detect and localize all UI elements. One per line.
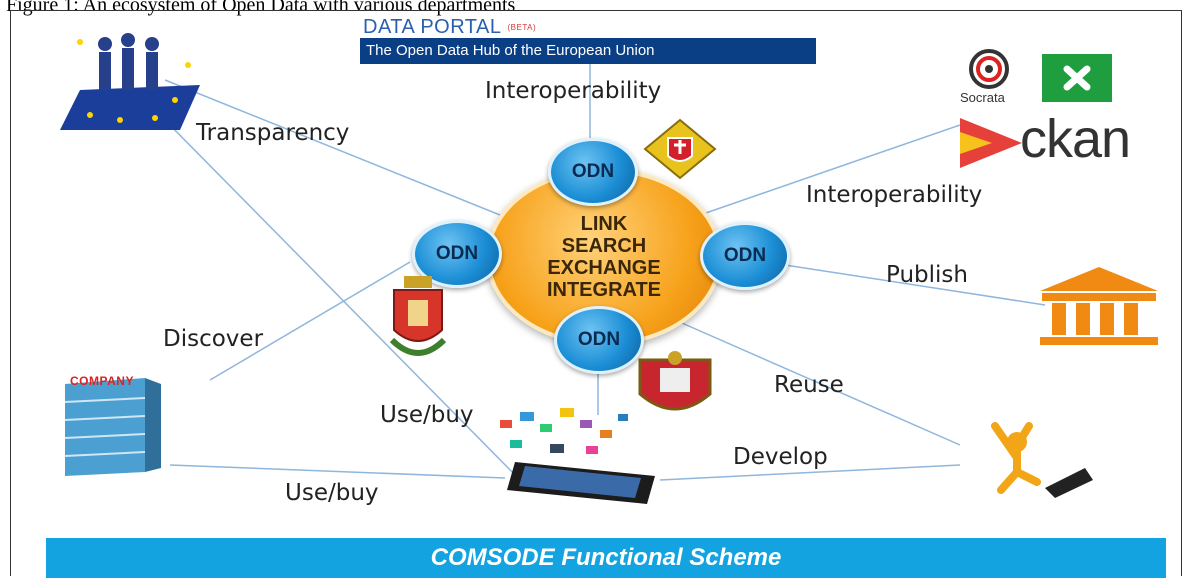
label-transparency: Transparency <box>196 120 350 146</box>
hub-line: INTEGRATE <box>546 279 662 301</box>
label-usebuy-bottom: Use/buy <box>285 480 379 506</box>
socrata-label: Socrata <box>960 90 1005 105</box>
odn-node-top: ODN <box>548 138 638 206</box>
ckan-label: ckan <box>1020 109 1131 169</box>
label-develop: Develop <box>733 444 828 470</box>
smartphone-icon <box>507 462 655 504</box>
hub-line: EXCHANGE <box>547 257 661 279</box>
label-usebuy-center: Use/buy <box>380 402 474 428</box>
lombardia-logo <box>1042 54 1112 102</box>
portal-subtitle: The Open Data Hub of the European Union <box>360 38 816 64</box>
scheme-footer: COMSODE Functional Scheme <box>46 538 1166 578</box>
developer-icon <box>991 422 1093 498</box>
diagram-frame <box>10 10 1182 576</box>
portal-title: DATA PORTAL(BETA) <box>363 16 537 38</box>
odn-node-bottom: ODN <box>554 306 644 374</box>
company-label: COMPANY <box>70 374 134 388</box>
town-crest-icon <box>389 276 447 356</box>
hub-line: LINK <box>580 213 628 235</box>
label-interoperability-top: Interoperability <box>485 78 662 104</box>
slovak-crest-icon <box>643 118 717 180</box>
company-building-icon <box>64 378 161 476</box>
label-discover: Discover <box>163 326 264 352</box>
ckan-logo <box>960 118 1022 168</box>
label-interoperability-right: Interoperability <box>806 182 983 208</box>
app-icons-cloud <box>500 408 628 454</box>
odn-node-right: ODN <box>700 222 790 290</box>
government-building-icon <box>1040 267 1158 345</box>
figure-caption: Figure 1: An ecosystem of Open Data with… <box>6 0 516 16</box>
eu-people-icon <box>60 33 200 130</box>
city-crest-icon <box>638 351 712 411</box>
label-reuse: Reuse <box>774 372 844 398</box>
socrata-logo <box>969 49 1009 89</box>
label-publish: Publish <box>886 262 968 288</box>
hub-line: SEARCH <box>561 235 647 257</box>
